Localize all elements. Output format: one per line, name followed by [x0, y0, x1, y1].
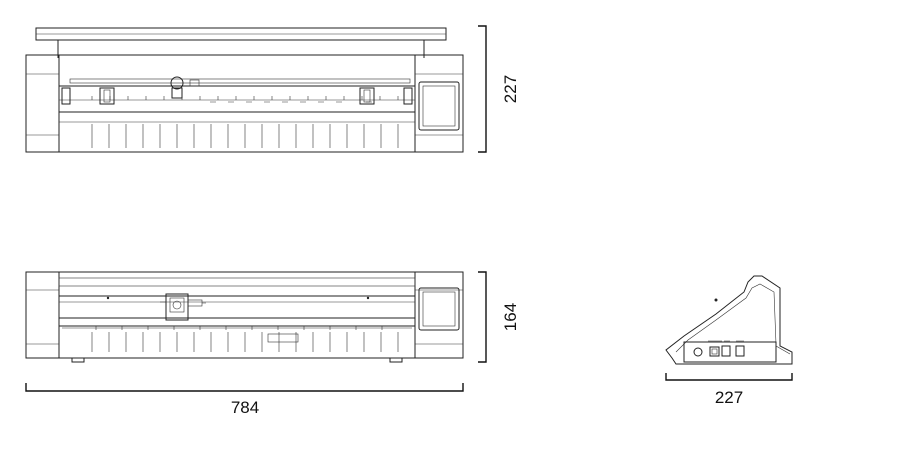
apron-slats [91, 124, 399, 148]
ledge-tabs [95, 326, 383, 330]
left-pinch-roller [99, 87, 115, 105]
width-dimension: 784 [25, 383, 464, 417]
right-pinch-roller-inner [363, 89, 371, 103]
rear-height-dimension: 164 [478, 271, 520, 363]
front-view [25, 27, 464, 153]
front-apron [58, 111, 416, 153]
right-foot [389, 357, 403, 363]
side-inner-contour [675, 283, 777, 353]
control-panel-display [422, 85, 456, 127]
side-base-panel [683, 341, 777, 363]
rail-screw [366, 296, 370, 300]
carriage-rail [58, 85, 416, 113]
tool-holder-body [171, 87, 183, 99]
power-switch [735, 345, 745, 357]
front-height-label: 227 [501, 75, 520, 103]
right-end-cap [414, 54, 464, 153]
serial-port [721, 345, 731, 357]
side-screw [714, 298, 718, 302]
rear-panel [418, 287, 460, 331]
usb-port [709, 346, 720, 357]
rear-panel-inner [422, 291, 456, 327]
left-end-cap [25, 54, 60, 153]
side-depth-dimension: 227 [665, 373, 793, 407]
power-port [693, 347, 703, 357]
tool-holder-knob [170, 76, 184, 90]
rear-top-strip [58, 277, 416, 287]
end-cap-lines [26, 73, 463, 136]
control-panel [418, 81, 460, 131]
left-foot [71, 357, 85, 363]
rear-left-cap [25, 271, 60, 359]
rail-screw [106, 296, 110, 300]
side-foot-line [775, 345, 791, 355]
front-height-dimension: 227 [478, 25, 520, 153]
right-pinch-roller [359, 87, 375, 105]
tool-holder-clamp [189, 79, 200, 87]
rear-rails [59, 295, 415, 319]
rear-cap-lines [26, 289, 463, 345]
rear-cover [35, 27, 447, 41]
side-silhouette [665, 275, 793, 365]
guide-bar [69, 78, 411, 84]
side-depth-label: 227 [715, 388, 743, 407]
rear-body [25, 271, 464, 359]
rear-slats [91, 332, 399, 352]
usb-port-inner [711, 348, 718, 355]
rear-view [25, 271, 464, 363]
ruler-ticks [91, 96, 399, 103]
carriage-mechanism [160, 293, 206, 321]
width-label: 784 [231, 398, 259, 417]
rear-height-label: 164 [501, 303, 520, 331]
rear-right-cap [414, 271, 464, 359]
main-body [25, 54, 464, 153]
rear-label-plate [267, 333, 299, 343]
media-grips [61, 87, 413, 105]
side-view [665, 275, 793, 365]
left-pinch-roller-inner [103, 89, 111, 103]
